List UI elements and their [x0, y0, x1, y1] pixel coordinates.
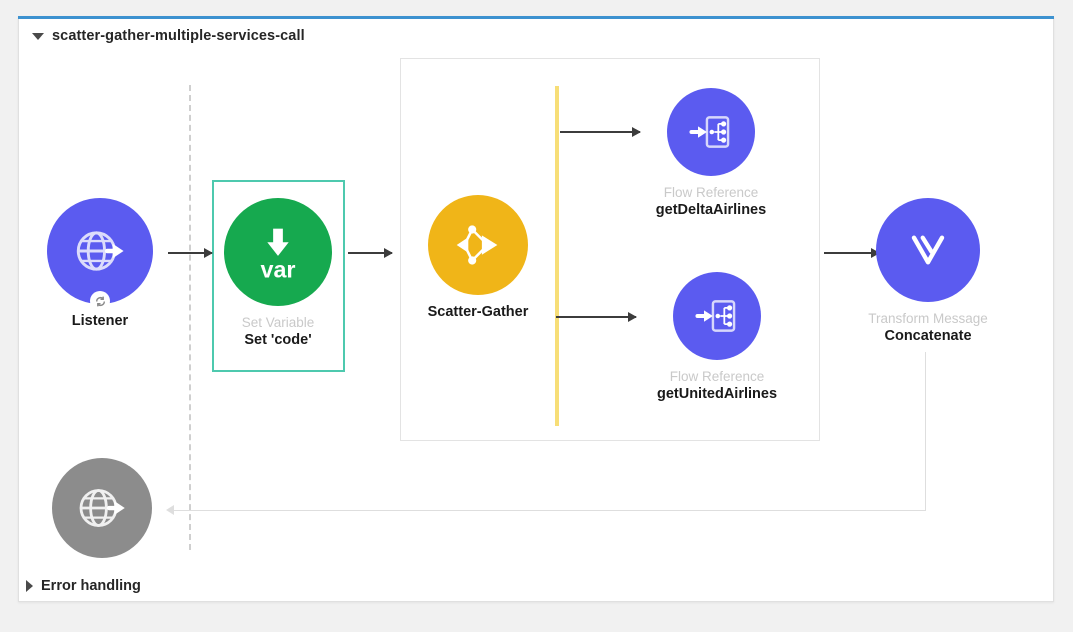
- node-scatter-gather[interactable]: Scatter-Gather: [393, 195, 563, 320]
- svg-text:var: var: [260, 256, 295, 282]
- response-path-vertical: [925, 352, 926, 511]
- node-label: getUnitedAirlines: [656, 386, 778, 402]
- source-divider-line: [189, 85, 191, 550]
- flow-title: scatter-gather-multiple-services-call: [52, 28, 305, 44]
- flow-reference-bubble[interactable]: [673, 272, 761, 360]
- set-variable-bubble[interactable]: var: [224, 198, 332, 306]
- error-handling-label: Error handling: [41, 578, 141, 594]
- node-label: Scatter-Gather: [427, 304, 529, 320]
- connector-listener-to-setvariable: [168, 248, 213, 258]
- node-flow-reference-united[interactable]: Flow Reference getUnitedAirlines: [632, 272, 802, 402]
- http-globe-icon: [79, 489, 125, 527]
- node-label: getDeltaAirlines: [655, 202, 767, 218]
- node-type-label: Set Variable: [241, 315, 315, 330]
- node-label: Set 'code': [244, 332, 312, 348]
- connector-setvariable-to-scattergather: [348, 248, 393, 258]
- node-type-label: Flow Reference: [669, 369, 765, 384]
- top-accent-bar: [18, 16, 1054, 19]
- flow-reference-icon: [689, 116, 730, 148]
- http-globe-icon: [76, 231, 124, 271]
- refresh-icon: [95, 296, 105, 306]
- transform-message-bubble[interactable]: [876, 198, 980, 302]
- error-listener-bubble[interactable]: [52, 458, 152, 558]
- connector-scattergather-to-united: [556, 312, 637, 322]
- listener-retry-badge: [90, 291, 110, 311]
- scatter-gather-route-bar: [555, 86, 559, 426]
- connector-scattergather-to-transform: [824, 248, 880, 258]
- node-transform-message[interactable]: Transform Message Concatenate: [843, 198, 1013, 344]
- scatter-gather-icon: [456, 225, 498, 265]
- connector-scattergather-to-delta: [560, 127, 641, 137]
- scatter-gather-bubble[interactable]: [428, 195, 528, 295]
- node-flow-reference-delta[interactable]: Flow Reference getDeltaAirlines: [626, 88, 796, 218]
- response-path-horizontal: [172, 510, 926, 511]
- node-type-label: Flow Reference: [663, 185, 759, 200]
- triangle-down-icon[interactable]: [32, 32, 44, 40]
- listener-bubble[interactable]: [47, 198, 153, 311]
- flow-reference-bubble[interactable]: [667, 88, 755, 176]
- dataweave-icon: [911, 235, 945, 265]
- response-path-arrowhead: [166, 505, 174, 515]
- flow-reference-icon: [695, 300, 736, 332]
- flow-header[interactable]: scatter-gather-multiple-services-call: [32, 28, 305, 44]
- set-variable-selection-outline: [212, 180, 345, 372]
- node-error-listener[interactable]: [17, 458, 187, 558]
- node-label: Listener: [71, 313, 129, 329]
- node-type-label: Transform Message: [868, 311, 988, 326]
- triangle-right-icon[interactable]: [26, 580, 33, 592]
- var-arrow-down-icon: var: [260, 228, 296, 282]
- node-set-variable[interactable]: var Set Variable Set 'code': [193, 198, 363, 348]
- node-label: Concatenate: [884, 328, 972, 344]
- node-listener[interactable]: Listener: [15, 198, 185, 329]
- error-handling-section-header[interactable]: Error handling: [26, 578, 141, 594]
